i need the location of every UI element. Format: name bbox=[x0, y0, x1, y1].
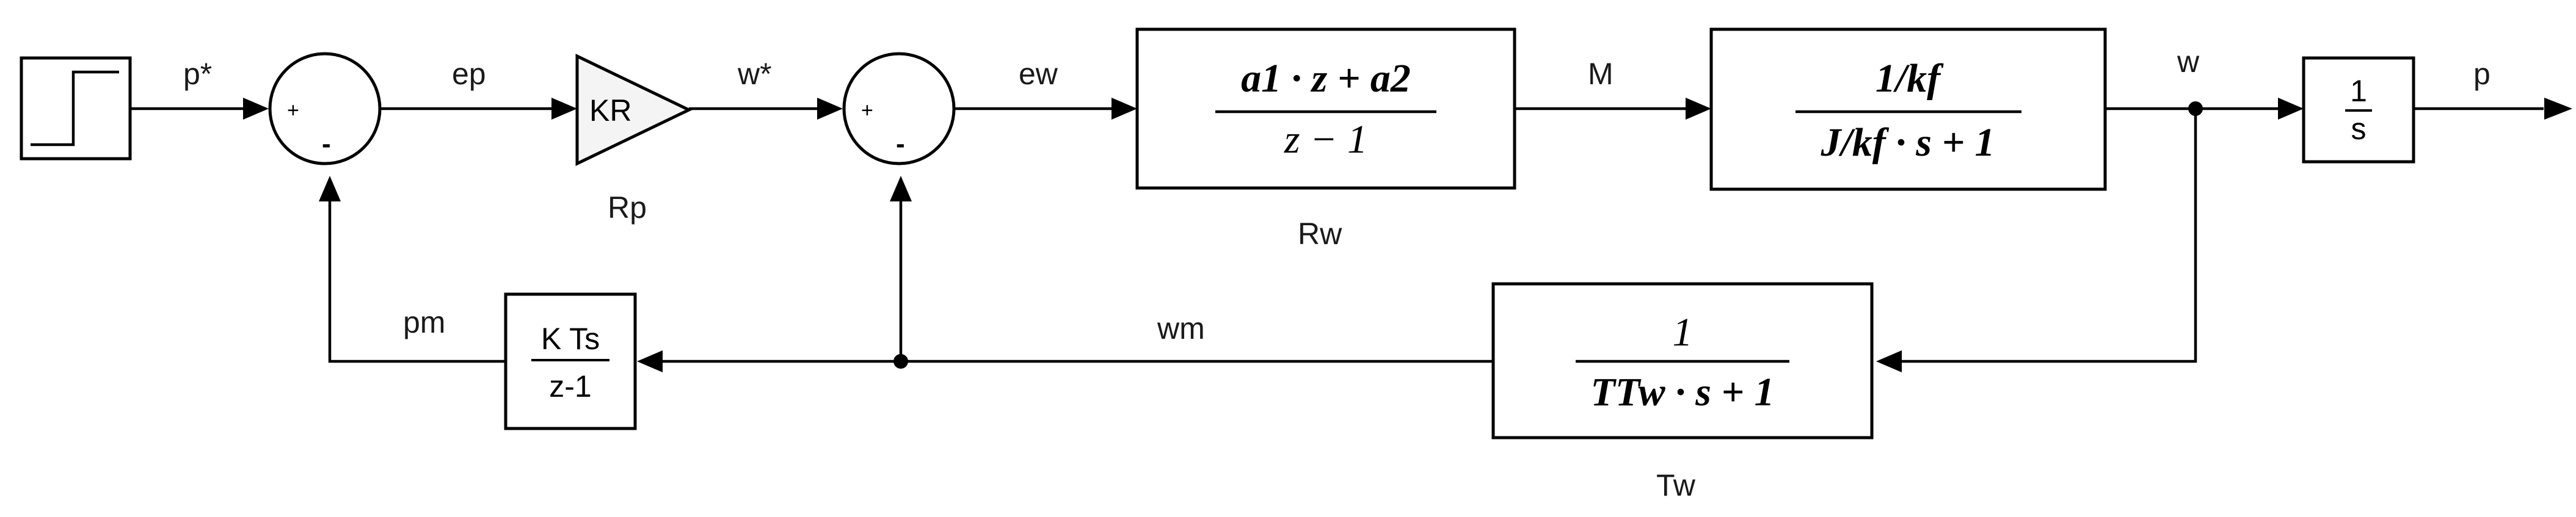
integrator-denominator: s bbox=[2351, 112, 2367, 146]
signal-label-p-star: p* bbox=[183, 57, 212, 91]
speed-controller-block-rw[interactable]: a1 · z + a2 z − 1 bbox=[1135, 27, 1516, 190]
tw-denominator: TTw · s + 1 bbox=[1591, 370, 1775, 414]
tw-block-name: Tw bbox=[1656, 468, 1696, 502]
branch-point-w bbox=[2188, 101, 2203, 116]
arrowhead bbox=[551, 98, 577, 120]
arrowhead bbox=[890, 176, 912, 201]
step-icon bbox=[31, 70, 119, 146]
signal-label-ew: ew bbox=[1019, 57, 1058, 91]
signal-label-M: M bbox=[1588, 57, 1614, 91]
integrator-numerator: 1 bbox=[2350, 74, 2367, 108]
sum2-plus-sign: + bbox=[861, 99, 873, 122]
arrowheads bbox=[243, 98, 2572, 372]
wire-w-feedback bbox=[1881, 109, 2197, 363]
arrowhead bbox=[1876, 350, 1902, 372]
arrowhead bbox=[637, 350, 663, 372]
arrowhead bbox=[1112, 98, 1137, 120]
signal-label-w-star: w* bbox=[737, 57, 772, 91]
sum-block-speed[interactable]: + - bbox=[842, 52, 956, 165]
step-source-block[interactable] bbox=[20, 56, 132, 161]
tw-numerator: 1 bbox=[1673, 310, 1693, 355]
pos-filter-denominator: z-1 bbox=[549, 369, 591, 403]
pos-filter-numerator: K Ts bbox=[541, 322, 600, 356]
sum1-minus-sign: - bbox=[322, 129, 331, 159]
signal-label-ep: ep bbox=[452, 57, 486, 91]
arrowhead bbox=[817, 98, 843, 120]
sum-block-position[interactable]: + - bbox=[268, 52, 382, 165]
wire-pm bbox=[328, 186, 506, 363]
arrowhead bbox=[319, 176, 341, 201]
arrowhead bbox=[243, 98, 269, 120]
speed-filter-block-tw[interactable]: 1 TTw · s + 1 bbox=[1491, 282, 1874, 439]
plant-denominator: J/kf · s + 1 bbox=[1820, 120, 1995, 165]
arrowhead bbox=[1686, 98, 1711, 120]
signal-label-p: p bbox=[2473, 57, 2490, 91]
plant-numerator: 1/kf bbox=[1876, 56, 1944, 101]
rw-denominator: z − 1 bbox=[1284, 117, 1367, 162]
branch-point-wm bbox=[893, 354, 908, 369]
sum2-minus-sign: - bbox=[896, 129, 905, 159]
rw-numerator: a1 · z + a2 bbox=[1241, 56, 1411, 101]
signal-labels: p* ep w* ew M w p pm wm bbox=[183, 45, 2490, 345]
gain-block-rp[interactable]: KR bbox=[575, 54, 693, 166]
signal-label-wm: wm bbox=[1157, 311, 1205, 345]
rw-block-name: Rw bbox=[1298, 217, 1342, 251]
arrowhead bbox=[2278, 98, 2304, 120]
gain-rp-name: Rp bbox=[608, 190, 647, 225]
plant-block[interactable]: 1/kf J/kf · s + 1 bbox=[1709, 27, 2107, 191]
integrator-block[interactable]: 1 s bbox=[2302, 56, 2415, 164]
signal-label-w: w bbox=[2177, 45, 2200, 79]
signal-label-pm: pm bbox=[403, 305, 445, 339]
arrowhead bbox=[2544, 98, 2572, 120]
gain-rp-text: KR bbox=[589, 93, 631, 128]
sum1-plus-sign: + bbox=[287, 99, 299, 122]
position-integrator-block[interactable]: K Ts z-1 bbox=[504, 292, 637, 430]
